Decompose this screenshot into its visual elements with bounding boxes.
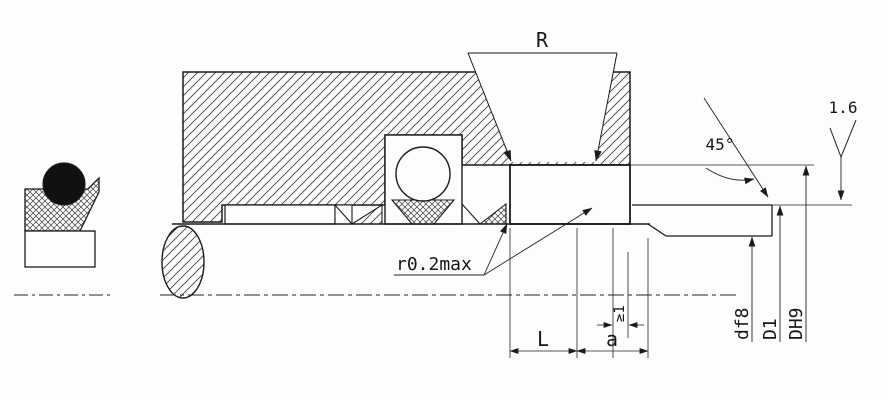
chamfer-leader-line [703, 97, 769, 198]
seal-profile-detail [14, 162, 112, 296]
radius-leader-right [594, 52, 618, 162]
chamfer-angle-label: 45° [706, 135, 735, 154]
min-clearance-label: ≥1 [612, 305, 628, 322]
roughness-symbol-group: 1.6 [829, 98, 858, 201]
rod-relief-chamfer [647, 223, 667, 237]
shoulder-diameter-label: D1 [760, 318, 781, 340]
rod-section [160, 164, 852, 299]
seal-body [509, 164, 631, 225]
radius-callout-group: R [467, 28, 618, 162]
corner-radius-callout: r0.2max [394, 207, 593, 276]
bore-diameter-label: DH9 [786, 307, 807, 340]
corner-radius-label: r0.2max [396, 254, 472, 275]
surface-roughness-value: 1.6 [829, 98, 858, 117]
backup-ring [224, 204, 336, 225]
chamfer-callout: 45° [703, 97, 769, 198]
wedge-ring-hatched [350, 204, 383, 225]
corner-radius-leader-1 [483, 223, 508, 276]
diameter-dimensions: df8 D1 DH9 [732, 165, 810, 342]
radius-callout-mask [468, 53, 617, 162]
groove-length-label: L [537, 327, 549, 351]
check-ball [395, 146, 451, 202]
width-a-label: a [606, 327, 618, 351]
roughness-check-icon [829, 119, 857, 159]
bottom-dimensions: L a ≥1 [509, 228, 649, 358]
corner-radius-leader-2 [483, 207, 593, 276]
radius-leader-left [467, 52, 512, 162]
spacer-step-line [461, 203, 481, 225]
rod-broken-end [161, 225, 205, 299]
wedge-ring-outline [334, 204, 353, 225]
seal-heel-block [24, 230, 96, 268]
o-ring-cross-section [42, 162, 86, 206]
chamfer-angle-arc [705, 167, 755, 185]
rod-diameter-label: df8 [732, 307, 753, 340]
radius-label: R [536, 28, 549, 52]
spacer-wedge-crosshatch [478, 202, 507, 225]
